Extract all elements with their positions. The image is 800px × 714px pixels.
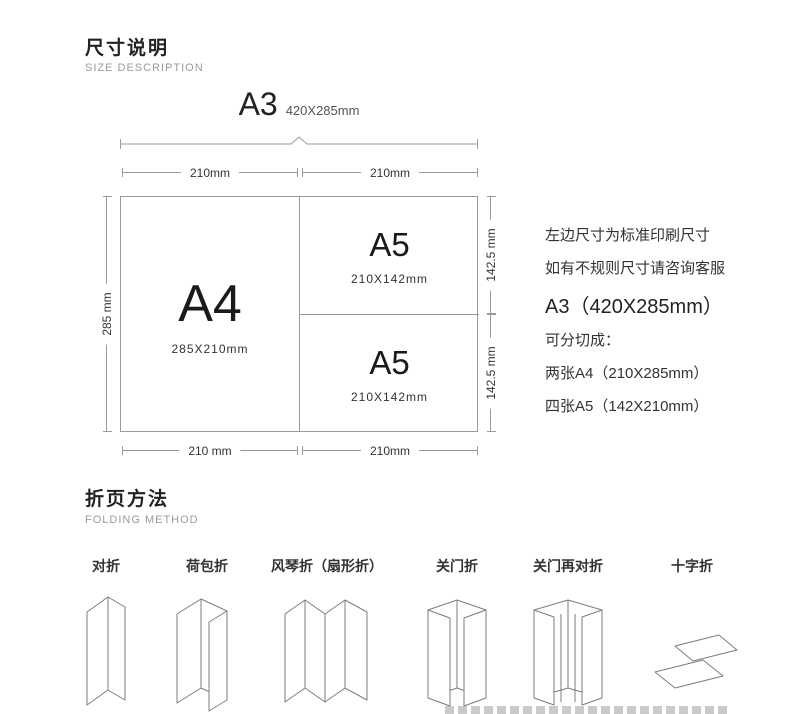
accordion-fold-icon — [284, 599, 368, 703]
dim-line-bottom-right: 210mm — [302, 444, 478, 458]
fold-item-gate-then-half-fold: 关门再对折 — [513, 556, 623, 714]
fold-item-accordion-fold: 风琴折（扇形折） — [262, 556, 392, 714]
fold-label-accordion-fold: 风琴折（扇形折） — [271, 558, 383, 574]
a4-cell: A4 285X210mm — [121, 197, 299, 433]
gate-then-half-fold-icon — [533, 599, 603, 706]
fold-item-gate-fold: 关门折 — [412, 556, 502, 714]
a5-top-cell: A5 210X142mm — [300, 197, 479, 314]
a3-dimensions: 420X285mm — [285, 103, 360, 118]
a5-bottom-cell-dims: 210X142mm — [350, 390, 429, 404]
note-irregular-size: 如有不规则尺寸请咨询客服 — [545, 260, 726, 277]
a3-sheet-diagram: A4 285X210mm A5 210X142mm A5 210X142mm — [120, 196, 479, 433]
cross-fold-icon — [654, 634, 737, 689]
note-cut-into: 可分切成： — [545, 332, 621, 349]
size-section-title: 尺寸说明 — [85, 38, 170, 59]
gate-fold-icon — [427, 599, 487, 707]
horizontal-cut-line — [299, 314, 479, 315]
fold-label-gate-fold: 关门折 — [436, 558, 478, 574]
fold-label-gate-then-half-fold: 关门再对折 — [533, 558, 603, 574]
a3-label: A3 — [238, 86, 278, 122]
dim-top-right-label: 210mm — [360, 166, 420, 180]
a3-header: A3 420X285mm — [120, 86, 478, 123]
note-a5-count: 四张A5（142X210mm） — [545, 398, 709, 415]
note-standard-size: 左边尺寸为标准印刷尺寸 — [545, 227, 711, 244]
dim-left-label: 285 mm — [100, 283, 114, 345]
dim-bottom-left-label: 210 mm — [179, 444, 241, 458]
fold-item-cross-fold: 十字折 — [642, 556, 742, 701]
a5-top-cell-label: A5 — [369, 225, 410, 263]
a5-bottom-cell-label: A5 — [369, 344, 410, 381]
dim-line-top-right: 210mm — [302, 166, 478, 180]
dim-top-left-label: 210mm — [180, 166, 240, 180]
dim-right-bottom-label: 142.5 mm — [484, 337, 498, 409]
folding-section-title: 折页方法 — [85, 489, 170, 510]
fold-item-wallet-fold: 荷包折 — [162, 556, 252, 714]
fold-label-wallet-fold: 荷包折 — [186, 558, 228, 574]
size-section-subtitle: SIZE DESCRIPTION — [85, 62, 204, 74]
fold-item-half-fold: 对折 — [66, 556, 146, 714]
cropped-text-artifact — [445, 706, 730, 714]
dim-line-top-left: 210mm — [122, 166, 298, 180]
a5-bottom-cell: A5 210X142mm — [300, 315, 479, 433]
fold-label-half-fold: 对折 — [92, 558, 120, 574]
dim-line-left: 285 mm — [100, 196, 114, 432]
wallet-fold-icon — [176, 598, 228, 712]
dim-right-top-label: 142.5 mm — [484, 219, 498, 291]
a3-dimension-bracket — [120, 136, 478, 149]
a4-cell-dims: 285X210mm — [171, 342, 249, 356]
size-notes: 左边尺寸为标准印刷尺寸 如有不规则尺寸请咨询客服 A3（420X285mm） 可… — [545, 224, 725, 428]
note-a4-count: 两张A4（210X285mm） — [545, 365, 709, 382]
dim-bottom-right-label: 210mm — [360, 444, 420, 458]
fold-label-cross-fold: 十字折 — [671, 558, 713, 574]
half-fold-icon — [86, 596, 126, 706]
dim-line-bottom-left: 210 mm — [122, 444, 298, 458]
a5-top-cell-dims: 210X142mm — [350, 271, 429, 286]
folding-section-subtitle: FOLDING METHOD — [85, 514, 199, 526]
note-a3-size: A3（420X285mm） — [545, 296, 723, 318]
dim-line-right-top: 142.5 mm — [484, 196, 498, 314]
a4-cell-label: A4 — [178, 275, 242, 333]
dim-line-right-bottom: 142.5 mm — [484, 314, 498, 432]
